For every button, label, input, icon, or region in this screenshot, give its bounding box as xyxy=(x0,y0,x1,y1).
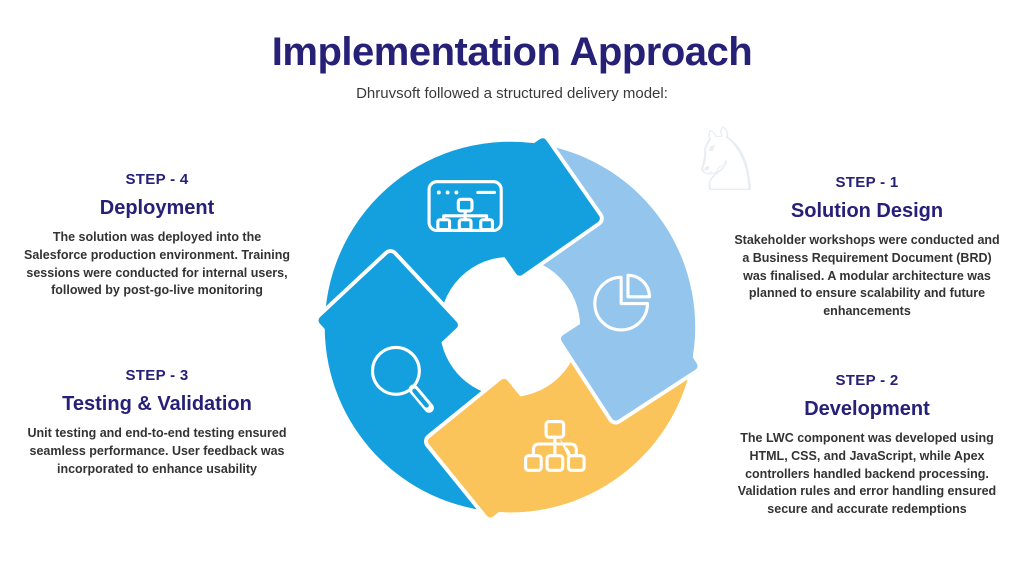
step-1-block: STEP - 1 Solution Design Stakeholder wor… xyxy=(731,174,1003,321)
org-chart-icon xyxy=(524,420,586,472)
step-2-block: STEP - 2 Development The LWC component w… xyxy=(731,372,1003,519)
pie-chart-icon xyxy=(593,273,651,332)
step-3-label: STEP - 3 xyxy=(125,367,189,384)
step-3-description: Unit testing and end-to-end testing ensu… xyxy=(27,426,287,476)
step-1-description: Stakeholder workshops were conducted and… xyxy=(734,233,1000,318)
step-2-description: The LWC component was developed using HT… xyxy=(737,431,997,516)
step-3-title: Testing & Validation xyxy=(62,393,252,415)
browser-sitemap-icon xyxy=(427,180,503,233)
step-1-title: Solution Design xyxy=(790,200,944,222)
cycle-svg xyxy=(314,133,704,522)
segment-deployment xyxy=(316,133,604,333)
chess-knight-icon: ♘ xyxy=(686,108,766,211)
step-2-label: STEP - 2 xyxy=(835,372,899,389)
page-subtitle: Dhruvsoft followed a structured delivery… xyxy=(356,85,668,102)
cycle-diagram xyxy=(314,132,705,522)
step-2-title: Development xyxy=(804,398,930,420)
segment-testing-validation xyxy=(314,249,511,520)
step-4-title: Deployment xyxy=(99,197,215,219)
step-1-label: STEP - 1 xyxy=(835,174,899,191)
step-4-label: STEP - 4 xyxy=(125,171,189,188)
page-title: Implementation Approach xyxy=(271,30,753,74)
segment-development-arrowhead xyxy=(424,374,586,522)
magnifier-icon xyxy=(370,345,434,413)
step-3-block: STEP - 3 Testing & Validation Unit testi… xyxy=(21,367,293,478)
header: Implementation Approach Dhruvsoft follow… xyxy=(0,30,1024,102)
step-4-description: The solution was deployed into the Sales… xyxy=(23,230,290,298)
step-4-block: STEP - 4 Deployment The solution was dep… xyxy=(21,171,293,300)
